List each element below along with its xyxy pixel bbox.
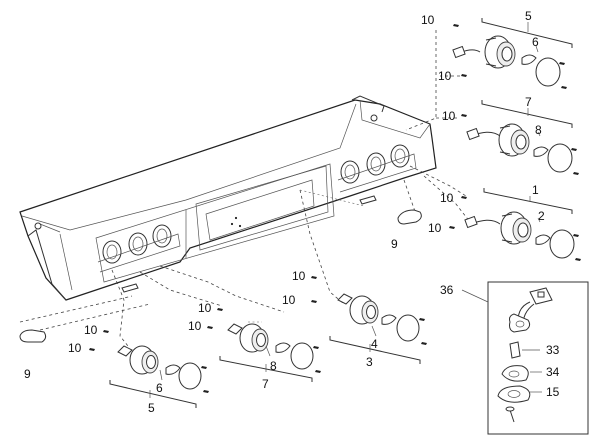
callout-10: 10 xyxy=(198,301,212,315)
callout-9: 9 xyxy=(24,367,31,381)
callout-3: 3 xyxy=(366,355,373,369)
callout-10: 10 xyxy=(282,293,296,307)
group-brackets xyxy=(109,18,573,408)
callout-4: 4 xyxy=(371,337,378,351)
lamp-assembly-5-top xyxy=(452,35,567,89)
callout-8: 8 xyxy=(270,359,277,373)
inset-part-box xyxy=(461,281,589,435)
lamp-assembly-3 xyxy=(337,293,427,345)
rear-bumper-panel xyxy=(19,95,437,301)
right-socket-cluster xyxy=(337,144,417,193)
reflector-right xyxy=(397,209,422,225)
callout-10: 10 xyxy=(442,109,456,123)
callout-7: 7 xyxy=(525,95,532,109)
callout-10: 10 xyxy=(84,323,98,337)
left-socket-cluster xyxy=(97,224,181,273)
callout-10: 10 xyxy=(428,221,442,235)
callout-9: 9 xyxy=(391,237,398,251)
lamp-assembly-7-right xyxy=(466,123,579,175)
callout-10: 10 xyxy=(68,341,82,355)
callout-6: 6 xyxy=(532,35,539,49)
lamp-assembly-5-bottom xyxy=(117,345,209,393)
callout-5: 5 xyxy=(148,401,155,415)
callout-33: 33 xyxy=(546,343,560,357)
callout-1: 1 xyxy=(532,183,539,197)
callout-36: 36 xyxy=(440,283,454,297)
callout-7: 7 xyxy=(262,377,269,391)
reflector-left xyxy=(19,329,47,343)
callout-2: 2 xyxy=(538,209,545,223)
callout-34: 34 xyxy=(546,365,560,379)
callout-10: 10 xyxy=(438,69,452,83)
lamp-assembly-1-right xyxy=(464,211,581,261)
callout-15: 15 xyxy=(546,385,560,399)
callout-10: 10 xyxy=(421,13,435,27)
lamp-assembly-7-mid xyxy=(227,323,321,373)
leader-lines xyxy=(19,30,471,351)
screw-icons xyxy=(89,24,467,351)
callout-5: 5 xyxy=(525,9,532,23)
callout-6: 6 xyxy=(156,381,163,395)
callout-10: 10 xyxy=(292,269,306,283)
callout-8: 8 xyxy=(535,123,542,137)
callout-10: 10 xyxy=(188,319,202,333)
callout-labels: 10 10 10 10 10 10 10 10 10 10 10 5 6 7 8… xyxy=(24,9,560,415)
callout-10: 10 xyxy=(440,191,454,205)
